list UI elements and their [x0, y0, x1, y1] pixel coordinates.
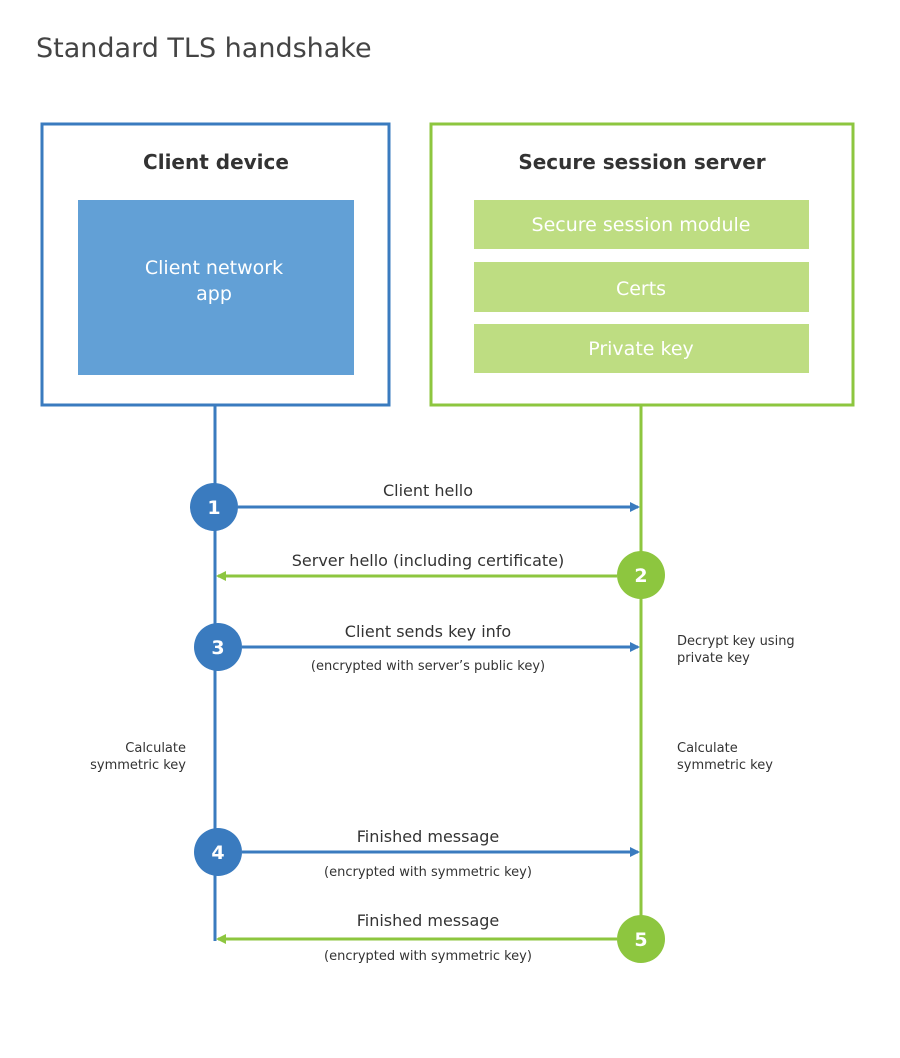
server-calc-note-line2: symmetric key — [677, 758, 773, 773]
client-device-heading: Client device — [143, 150, 289, 174]
private-key-box — [474, 324, 809, 373]
step-3-badge: 3 — [194, 623, 242, 671]
step-3-label: Client sends key info — [345, 622, 511, 641]
step-3-sublabel: (encrypted with server’s public key) — [311, 659, 545, 674]
server-heading: Secure session server — [518, 150, 765, 174]
module-label: Secure session module — [532, 214, 751, 236]
step-1-number: 1 — [207, 497, 220, 519]
step-5-badge: 5 — [617, 915, 665, 963]
step-2-badge: 2 — [617, 551, 665, 599]
step-1-label: Client hello — [383, 481, 473, 500]
step-4-number: 4 — [211, 842, 224, 864]
step-4-sublabel: (encrypted with symmetric key) — [324, 865, 532, 880]
certs-label: Certs — [616, 278, 666, 300]
step-2-number: 2 — [634, 565, 647, 587]
client-app-label-line1: Client network — [145, 257, 283, 279]
step-3-number: 3 — [211, 637, 224, 659]
client-network-app-box — [78, 200, 354, 375]
step-4-label: Finished message — [357, 827, 500, 846]
client-calc-note-line1: Calculate — [125, 741, 186, 756]
secure-session-module-box — [474, 200, 809, 249]
step-1-badge: 1 — [190, 483, 238, 531]
diagram-title: Standard TLS handshake — [36, 33, 372, 64]
private-key-label: Private key — [588, 338, 694, 360]
step-2-label: Server hello (including certificate) — [292, 551, 564, 570]
server-calc-note-line1: Calculate — [677, 741, 738, 756]
client-app-label-line2: app — [196, 283, 232, 305]
certs-box — [474, 262, 809, 312]
step-5-label: Finished message — [357, 911, 500, 930]
step-4-badge: 4 — [194, 828, 242, 876]
step-5-number: 5 — [634, 929, 647, 951]
server-decrypt-note-line2: private key — [677, 651, 750, 666]
step-5-sublabel: (encrypted with symmetric key) — [324, 949, 532, 964]
server-decrypt-note-line1: Decrypt key using — [677, 634, 795, 649]
client-calc-note-line2: symmetric key — [90, 758, 186, 773]
